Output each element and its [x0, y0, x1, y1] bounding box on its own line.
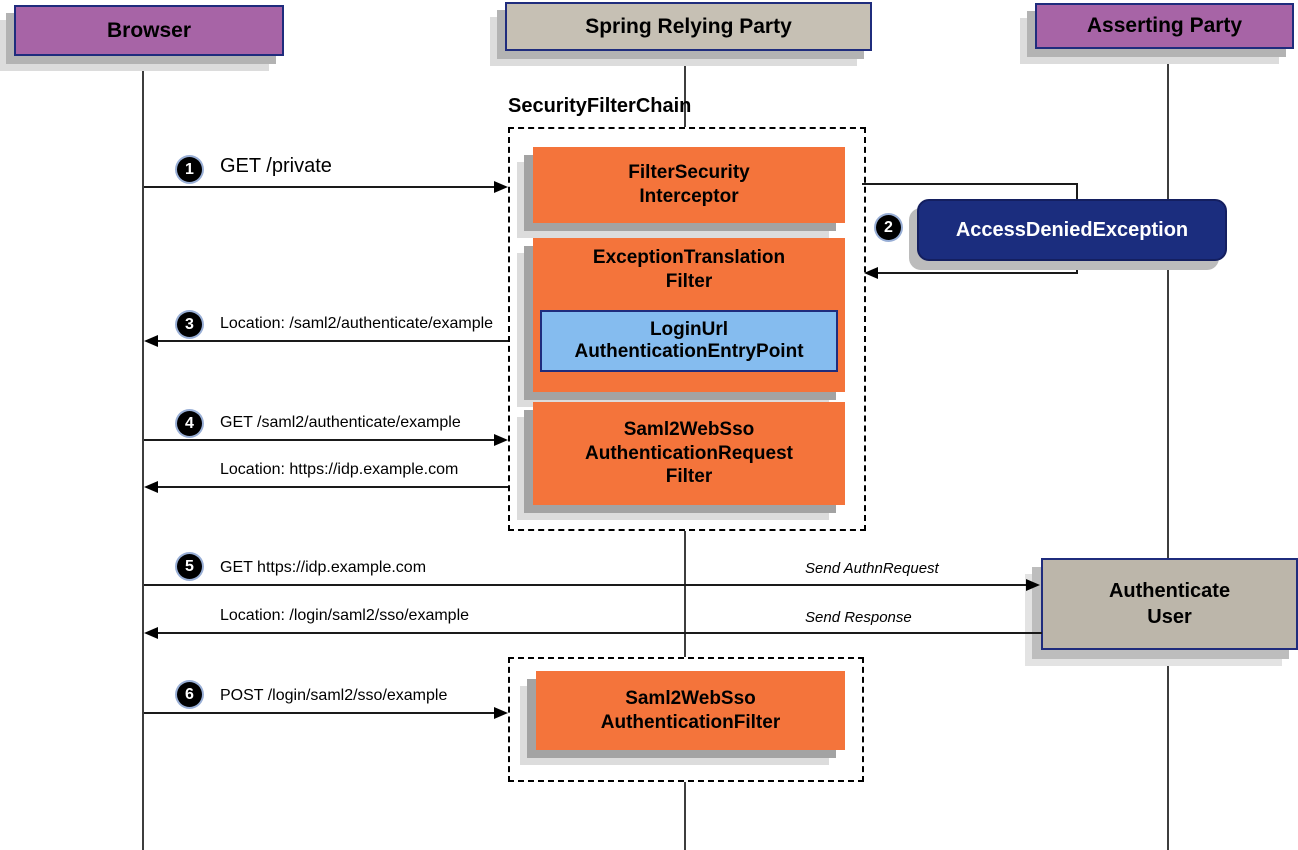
message-4-line	[144, 439, 496, 441]
step-5-badge: 5	[177, 554, 202, 579]
step-1-badge: 1	[177, 157, 202, 182]
message-4b-label: Location: https://idp.example.com	[220, 461, 459, 478]
message-6-label: POST /login/saml2/sso/example	[220, 687, 448, 704]
actor-asserting-party-label: Asserting Party	[1086, 14, 1243, 37]
message-6-line	[144, 712, 496, 714]
message-5b-right-label: Send Response	[805, 609, 912, 626]
actor-browser-label: Browser	[106, 18, 192, 42]
actor-relying-party-label: Spring Relying Party	[585, 14, 792, 38]
message-1-label: GET /private	[220, 155, 332, 177]
message-3-label: Location: /saml2/authenticate/example	[220, 315, 494, 332]
step-2-badge: 2	[876, 215, 901, 240]
arrowhead-right-icon	[1026, 579, 1040, 591]
message-5b-line	[158, 632, 1042, 634]
exception-connector-down	[1076, 183, 1078, 200]
arrowhead-right-icon	[494, 434, 508, 446]
saml2-authentication-request-filter: Saml2WebSso AuthenticationRequest Filter	[533, 402, 845, 505]
message-4b-line	[158, 486, 508, 488]
exception-translation-filter: ExceptionTranslation Filter LoginUrl Aut…	[533, 238, 845, 392]
arrowhead-left-icon	[144, 481, 158, 493]
exception-connector-down2	[1076, 256, 1078, 274]
lifeline-asserting-party	[1167, 58, 1169, 850]
message-5b-label: Location: /login/saml2/sso/example	[220, 607, 470, 624]
arrowhead-right-icon	[494, 707, 508, 719]
filter-security-interceptor: FilterSecurity Interceptor	[533, 147, 845, 223]
message-3-line	[158, 340, 508, 342]
arrowhead-left-icon	[144, 335, 158, 347]
message-5-line	[144, 584, 1026, 586]
message-4-label: GET /saml2/authenticate/example	[220, 414, 461, 431]
step-3-badge: 3	[177, 312, 202, 337]
message-5-label: GET https://idp.example.com	[220, 559, 427, 576]
actor-asserting-party: Asserting Party	[1035, 3, 1294, 49]
exception-connector-back	[876, 272, 1078, 274]
message-1-line	[144, 186, 496, 188]
lifeline-browser	[142, 60, 144, 850]
message-5-right-label: Send AuthnRequest	[805, 560, 939, 577]
actor-browser: Browser	[14, 5, 284, 56]
actor-relying-party: Spring Relying Party	[505, 2, 872, 51]
authenticate-user-node: Authenticate User	[1041, 558, 1298, 650]
saml2-authentication-filter: Saml2WebSso AuthenticationFilter	[536, 671, 845, 750]
step-4-badge: 4	[177, 411, 202, 436]
login-url-authentication-entry-point: LoginUrl AuthenticationEntryPoint	[540, 310, 838, 372]
arrowhead-left-icon	[864, 267, 878, 279]
arrowhead-left-icon	[144, 627, 158, 639]
security-filter-chain-title: SecurityFilterChain	[508, 95, 692, 117]
exception-connector-out	[862, 183, 1078, 185]
arrowhead-right-icon	[494, 181, 508, 193]
exception-translation-filter-label: ExceptionTranslation Filter	[592, 247, 786, 292]
step-6-badge: 6	[177, 682, 202, 707]
access-denied-exception: AccessDeniedException	[917, 199, 1227, 261]
